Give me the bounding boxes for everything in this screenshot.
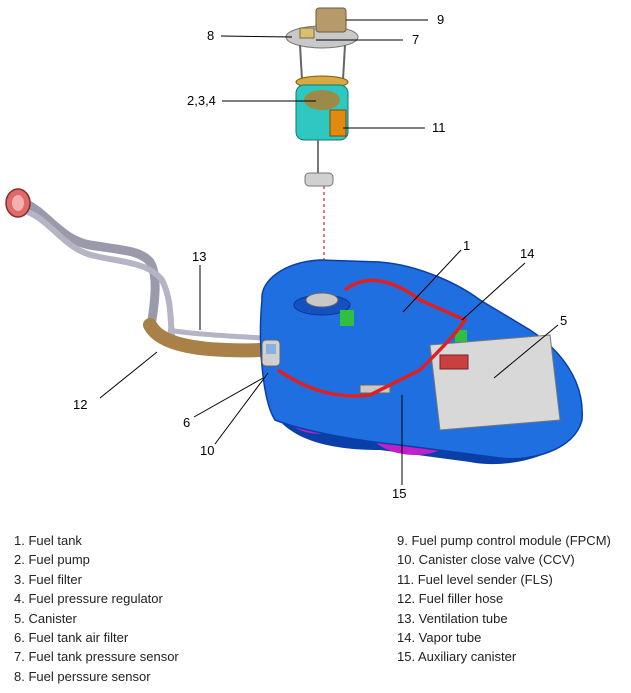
legend-item: 2. Fuel pump <box>14 552 90 568</box>
leader-line-14 <box>461 262 526 321</box>
leader-line-5 <box>493 324 559 379</box>
callout-6: 6 <box>183 415 190 430</box>
fuel-pump-module-illustration <box>285 7 359 300</box>
leader-line-10 <box>214 372 269 445</box>
callout-1: 1 <box>463 238 470 253</box>
legend-item: 7. Fuel tank pressure sensor <box>14 649 179 665</box>
callout-14: 14 <box>520 246 534 261</box>
leader-line-12 <box>99 351 158 399</box>
fuel-system-diagram: 1 2,3,4 5 6 7 8 9 10 11 12 13 14 15 <box>5 7 583 501</box>
legend-item: 4. Fuel pressure regulator <box>14 591 163 607</box>
callout-15: 15 <box>392 486 406 501</box>
legend-item: 10. Canister close valve (CCV) <box>397 552 575 568</box>
legend-item: 6. Fuel tank air filter <box>14 630 129 646</box>
legend-item: 15. Auxiliary canister <box>397 649 517 665</box>
leader-line-1 <box>402 249 462 313</box>
callout-10: 10 <box>200 443 214 458</box>
legend-item: 13. Ventilation tube <box>397 610 508 626</box>
filler-pipe-illustration <box>5 188 269 358</box>
legend-item: 3. Fuel filter <box>14 571 82 587</box>
callout-5: 5 <box>560 313 567 328</box>
legend-item: 14. Vapor tube <box>397 630 482 646</box>
callout-8: 8 <box>207 28 214 43</box>
legend-item: 5. Canister <box>14 610 77 626</box>
callout-9: 9 <box>437 12 444 27</box>
legend-item: 8. Fuel perssure sensor <box>14 668 151 684</box>
callout-12: 12 <box>73 397 87 412</box>
callout-11: 11 <box>432 120 446 135</box>
leader-line-6 <box>193 377 264 418</box>
legend-left-column: 1. Fuel tank 2. Fuel pump 3. Fuel filter… <box>14 531 179 686</box>
legend-right-column: 9. Fuel pump control module (FPCM) 10. C… <box>397 531 611 667</box>
callout-13: 13 <box>192 249 206 264</box>
fuel-tank-illustration <box>259 259 583 465</box>
legend-item: 11. Fuel level sender (FLS) <box>397 571 553 587</box>
callout-7: 7 <box>412 32 419 47</box>
legend-item: 12. Fuel filler hose <box>397 591 504 607</box>
leader-line-8 <box>220 35 293 38</box>
legend-item: 9. Fuel pump control module (FPCM) <box>397 533 611 548</box>
legend-item: 1. Fuel tank <box>14 533 82 548</box>
callout-234: 2,3,4 <box>187 93 216 108</box>
